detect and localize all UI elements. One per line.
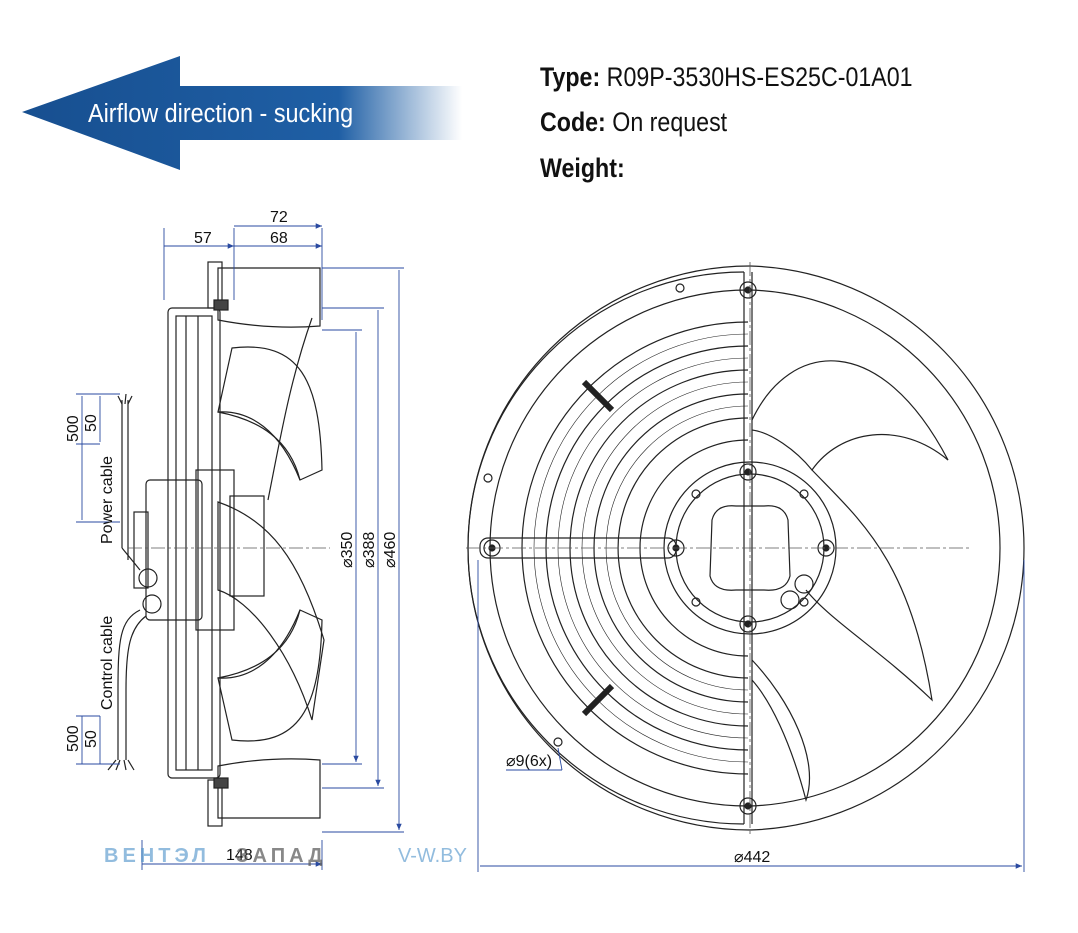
dim-power-50: 50 — [83, 414, 100, 432]
dim-d442: ⌀442 — [734, 849, 770, 866]
dim-d9: ⌀9(6x) — [506, 753, 552, 770]
spec-code: Code: On request — [540, 107, 727, 138]
spec-weight-label: Weight: — [540, 153, 625, 183]
dim-68: 68 — [270, 230, 288, 247]
watermark-site: V-W.BY — [398, 845, 467, 867]
airflow-arrow: Airflow direction - sucking — [22, 56, 462, 170]
airflow-label: Airflow direction - sucking — [88, 100, 353, 128]
control-cable-label: Control cable — [99, 616, 116, 710]
spec-code-value: On request — [612, 107, 728, 137]
dim-57: 57 — [194, 230, 212, 247]
dim-d388: ⌀388 — [361, 532, 378, 568]
spec-code-label: Code: — [540, 107, 606, 137]
dim-d460: ⌀460 — [382, 532, 399, 568]
dim-d350: ⌀350 — [339, 532, 356, 568]
watermark-part2: ЗАПАД — [236, 845, 327, 867]
spec-type: Type: R09P-3530HS-ES25C-01A01 — [540, 62, 913, 93]
front-dimensions — [477, 560, 1025, 872]
dim-control-50: 50 — [83, 730, 100, 748]
dim-148: 148 — [226, 847, 253, 864]
spec-type-label: Type: — [540, 62, 601, 92]
spec-type-value: R09P-3530HS-ES25C-01A01 — [606, 62, 913, 92]
dim-72: 72 — [270, 209, 288, 226]
power-cable-label: Power cable — [99, 456, 116, 544]
dim-power-500: 500 — [65, 415, 82, 442]
spec-weight: Weight: — [540, 153, 625, 184]
side-dimensions — [76, 223, 404, 870]
watermark-part1: ВЕНТЭЛ — [104, 845, 210, 867]
fan-side-view — [107, 261, 325, 827]
dim-control-500: 500 — [65, 725, 82, 752]
watermark: ВЕНТЭЛ ЗАПАД V-W.BY — [104, 845, 467, 867]
